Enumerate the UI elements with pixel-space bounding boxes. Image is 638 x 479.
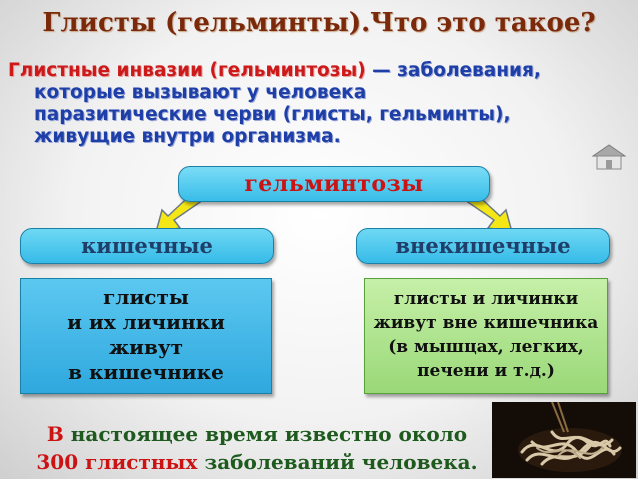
root-node-helminthiasis: гельминтозы [178, 166, 490, 202]
desc-right-line: живут вне кишечника [373, 313, 599, 333]
page-title: Глисты (гельминты).Что это такое? [42, 8, 596, 38]
desc-left-line: в кишечнике [68, 360, 224, 384]
description-extraintestinal: глисты и личинки живут вне кишечника (в … [364, 278, 608, 394]
intro-highlight: Глистные инвазии (гельминтозы) [8, 60, 366, 81]
desc-left-line: глисты [103, 285, 189, 309]
footer-text-1: настоящее время известно около [63, 422, 468, 446]
intro-paragraph: Глистные инвазии (гельминтозы) — заболев… [8, 60, 633, 148]
intro-line2: которые вызывают у человека [34, 82, 367, 103]
desc-right-line: глисты и личинки [393, 289, 579, 309]
footer-note: В настоящее время известно около 300 гли… [22, 420, 492, 476]
desc-right-line: (в мышцах, легких, [388, 337, 584, 357]
footer-highlight-1: В [46, 422, 64, 446]
desc-left-line: живут [108, 335, 184, 359]
home-icon[interactable] [591, 144, 627, 170]
footer-text-2: заболеваний человека. [197, 450, 478, 474]
worms-photo [492, 402, 636, 478]
intro-line4: живущие внутри организма. [34, 126, 341, 147]
category-intestinal: кишечные [20, 228, 274, 264]
footer-highlight-2: 300 глистных [36, 450, 198, 474]
desc-left-line: и их личинки [67, 310, 225, 334]
intro-line1-rest: — заболевания, [365, 60, 541, 81]
intro-line3: паразитические черви (глисты, гельминты)… [34, 104, 511, 125]
description-intestinal: глисты и их личинки живут в кишечнике [20, 278, 272, 394]
desc-right-line: печени и т.д.) [417, 361, 555, 381]
category-extraintestinal: внекишечные [356, 228, 610, 264]
